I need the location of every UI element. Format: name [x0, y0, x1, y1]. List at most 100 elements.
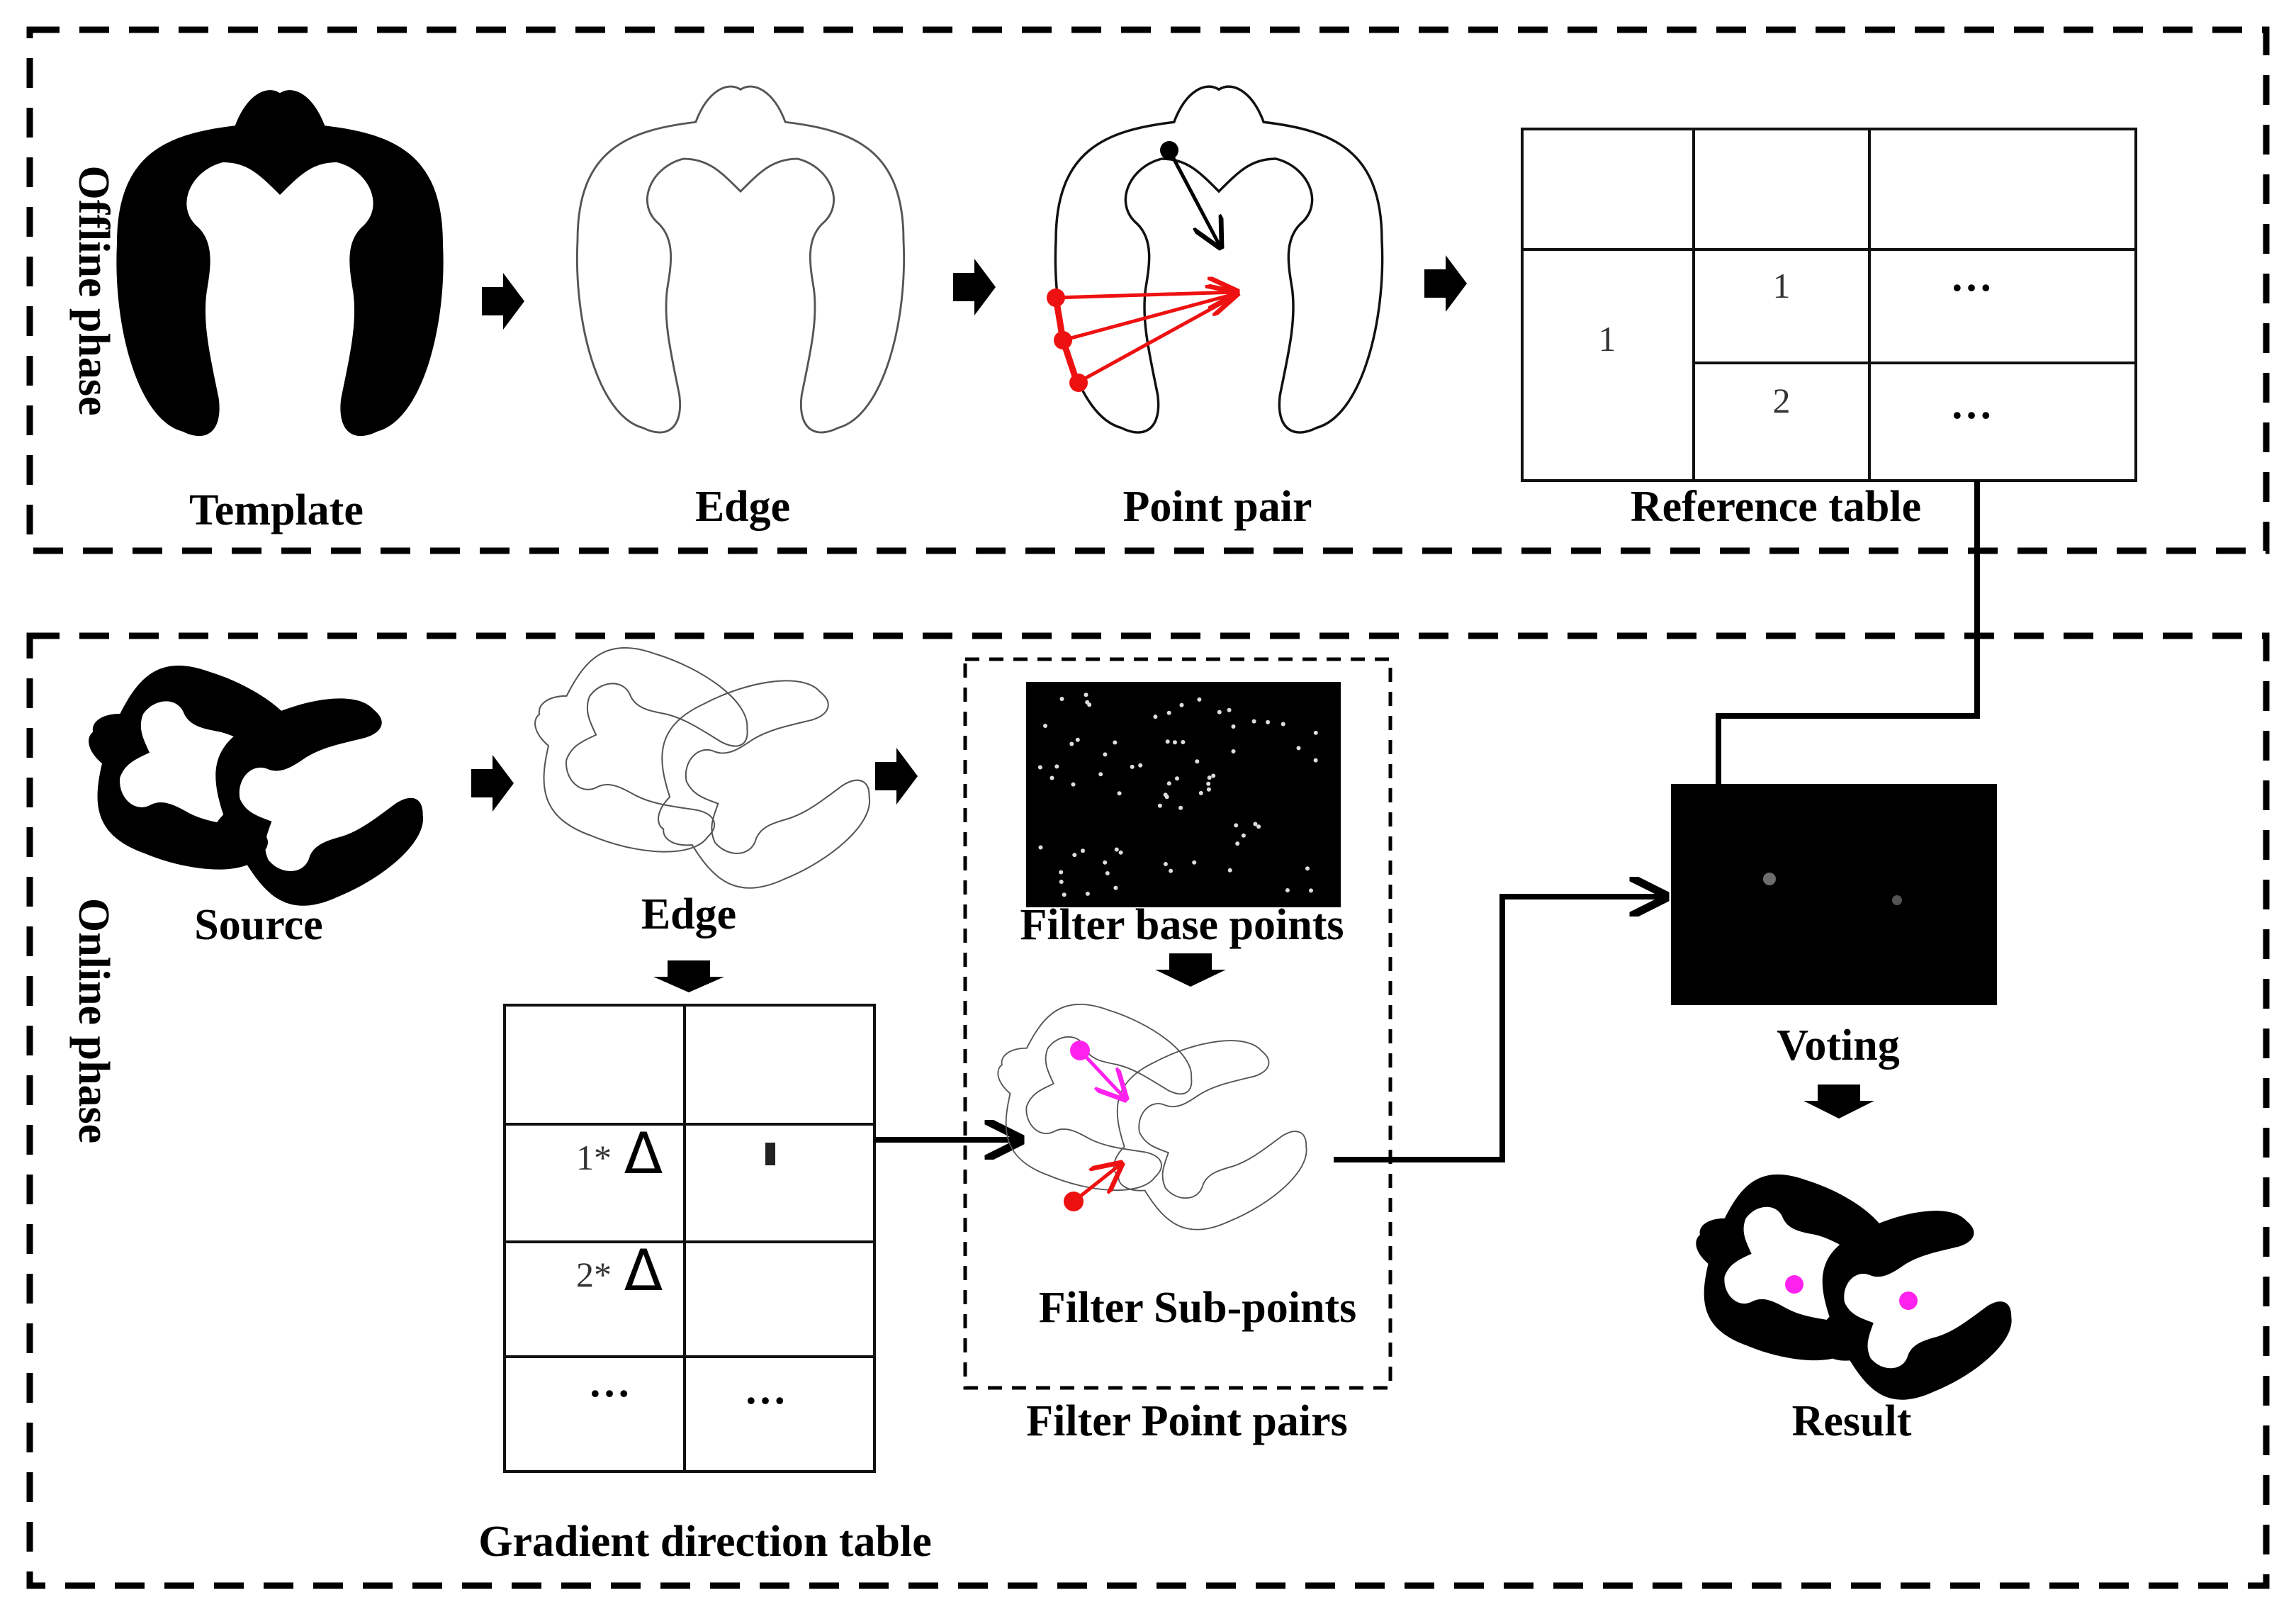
- red-point: [1064, 1192, 1084, 1211]
- reference-table-label: Reference table: [1631, 483, 1921, 531]
- base-point: [1309, 888, 1313, 893]
- base-point: [1305, 866, 1310, 871]
- base-point: [1038, 845, 1043, 850]
- gradient-table: [503, 1004, 876, 1473]
- base-point: [1059, 880, 1064, 884]
- base-point: [1179, 702, 1184, 707]
- base-point: [1075, 737, 1080, 742]
- grad-delta-1: Δ: [624, 1121, 663, 1187]
- vote-peak: [1892, 895, 1902, 905]
- base-point: [1069, 741, 1074, 746]
- base-point: [1207, 775, 1212, 780]
- ref-sub-2: 2: [1773, 381, 1791, 420]
- base-point: [1296, 746, 1301, 751]
- base-point: [1313, 730, 1318, 735]
- edge-label: Edge: [695, 483, 790, 531]
- base-point: [1206, 787, 1211, 792]
- vote-peak: [1763, 873, 1776, 885]
- ref-ellipsis: …: [1950, 253, 1993, 300]
- point-pair-shape: [1054, 85, 1384, 434]
- base-point: [1195, 759, 1200, 764]
- grad-delta-2: Δ: [624, 1238, 663, 1304]
- gradient-table-label: Gradient direction table: [478, 1518, 931, 1566]
- base-point: [1192, 860, 1197, 865]
- voting-panel: [1671, 784, 1997, 1005]
- base-point: [1113, 885, 1118, 890]
- base-point: [1197, 697, 1202, 702]
- online-frame: [26, 632, 2270, 1589]
- base-point: [1072, 853, 1077, 858]
- base-point: [1181, 740, 1186, 744]
- base-point: [1062, 892, 1067, 897]
- base-point: [1235, 841, 1240, 846]
- ref-ellipsis: …: [1950, 381, 1993, 427]
- step-arrow-down: [653, 960, 724, 992]
- base-point: [1049, 775, 1054, 780]
- result-label: Result: [1792, 1397, 1912, 1445]
- ref-to-voting-connector: [1716, 481, 1980, 785]
- base-point: [1114, 847, 1119, 852]
- step-arrow: [953, 259, 996, 315]
- filter-pairs-label: Filter Point pairs: [1026, 1397, 1347, 1445]
- base-point: [1231, 724, 1236, 729]
- grad-row-1: 1*: [576, 1138, 612, 1177]
- black-point: [1160, 141, 1178, 159]
- sub-points-shape: [969, 980, 1207, 1212]
- base-point: [1130, 764, 1135, 769]
- base-point: [1281, 722, 1285, 727]
- edge-shape: [575, 85, 906, 434]
- base-point: [1043, 724, 1047, 728]
- base-point: [1059, 697, 1064, 701]
- step-arrow: [471, 755, 514, 812]
- base-point: [1313, 758, 1318, 763]
- result-center: [1785, 1275, 1803, 1294]
- base-point: [1241, 833, 1246, 838]
- base-point: [1163, 792, 1168, 797]
- step-arrow-down: [1155, 953, 1226, 987]
- sub-points-shape: [1079, 1017, 1324, 1257]
- offline-title: Offline phase: [69, 165, 118, 415]
- base-point: [1084, 693, 1088, 697]
- offline-frame: [26, 26, 2270, 554]
- ref-row-header: 1: [1599, 319, 1616, 359]
- red-vector: [1076, 293, 1238, 385]
- grad-ellipsis: …: [744, 1366, 787, 1413]
- online-edge-label: Edge: [641, 890, 736, 938]
- red-point: [1069, 374, 1088, 392]
- ref-sub-1: 1: [1773, 266, 1791, 306]
- base-point: [1163, 862, 1168, 866]
- point-pair-label: Point pair: [1123, 483, 1312, 531]
- red-point: [1047, 288, 1065, 307]
- base-point: [1285, 888, 1290, 892]
- base-point: [1227, 868, 1232, 873]
- base-point: [1217, 710, 1222, 714]
- step-arrow: [875, 748, 918, 805]
- step-arrow: [1424, 255, 1467, 312]
- base-point: [1081, 848, 1085, 853]
- base-point: [1105, 871, 1110, 875]
- base-point: [1085, 700, 1090, 705]
- result-center: [1899, 1291, 1918, 1310]
- base-point: [1166, 710, 1171, 715]
- base-point: [1071, 782, 1076, 787]
- grad-ellipsis: …: [588, 1359, 631, 1406]
- base-point: [1166, 781, 1171, 786]
- base-point: [1206, 781, 1211, 786]
- grad-row-2: 2*: [576, 1255, 612, 1294]
- base-point: [1227, 707, 1232, 712]
- base-point: [1211, 773, 1216, 778]
- gradient-swatch: [765, 1143, 775, 1165]
- magenta-vector: [1079, 1049, 1125, 1099]
- online-title: Online phase: [69, 898, 118, 1143]
- base-point: [1059, 870, 1064, 875]
- base-point: [1178, 805, 1183, 810]
- filter-sub-label: Filter Sub-points: [1039, 1284, 1356, 1332]
- base-point: [1234, 823, 1239, 828]
- base-point: [1117, 791, 1122, 796]
- filter-to-voting-connector: [1334, 897, 1665, 1162]
- base-point: [1253, 822, 1258, 826]
- base-point: [1231, 749, 1236, 753]
- red-point: [1054, 331, 1072, 349]
- black-vector: [1167, 149, 1220, 247]
